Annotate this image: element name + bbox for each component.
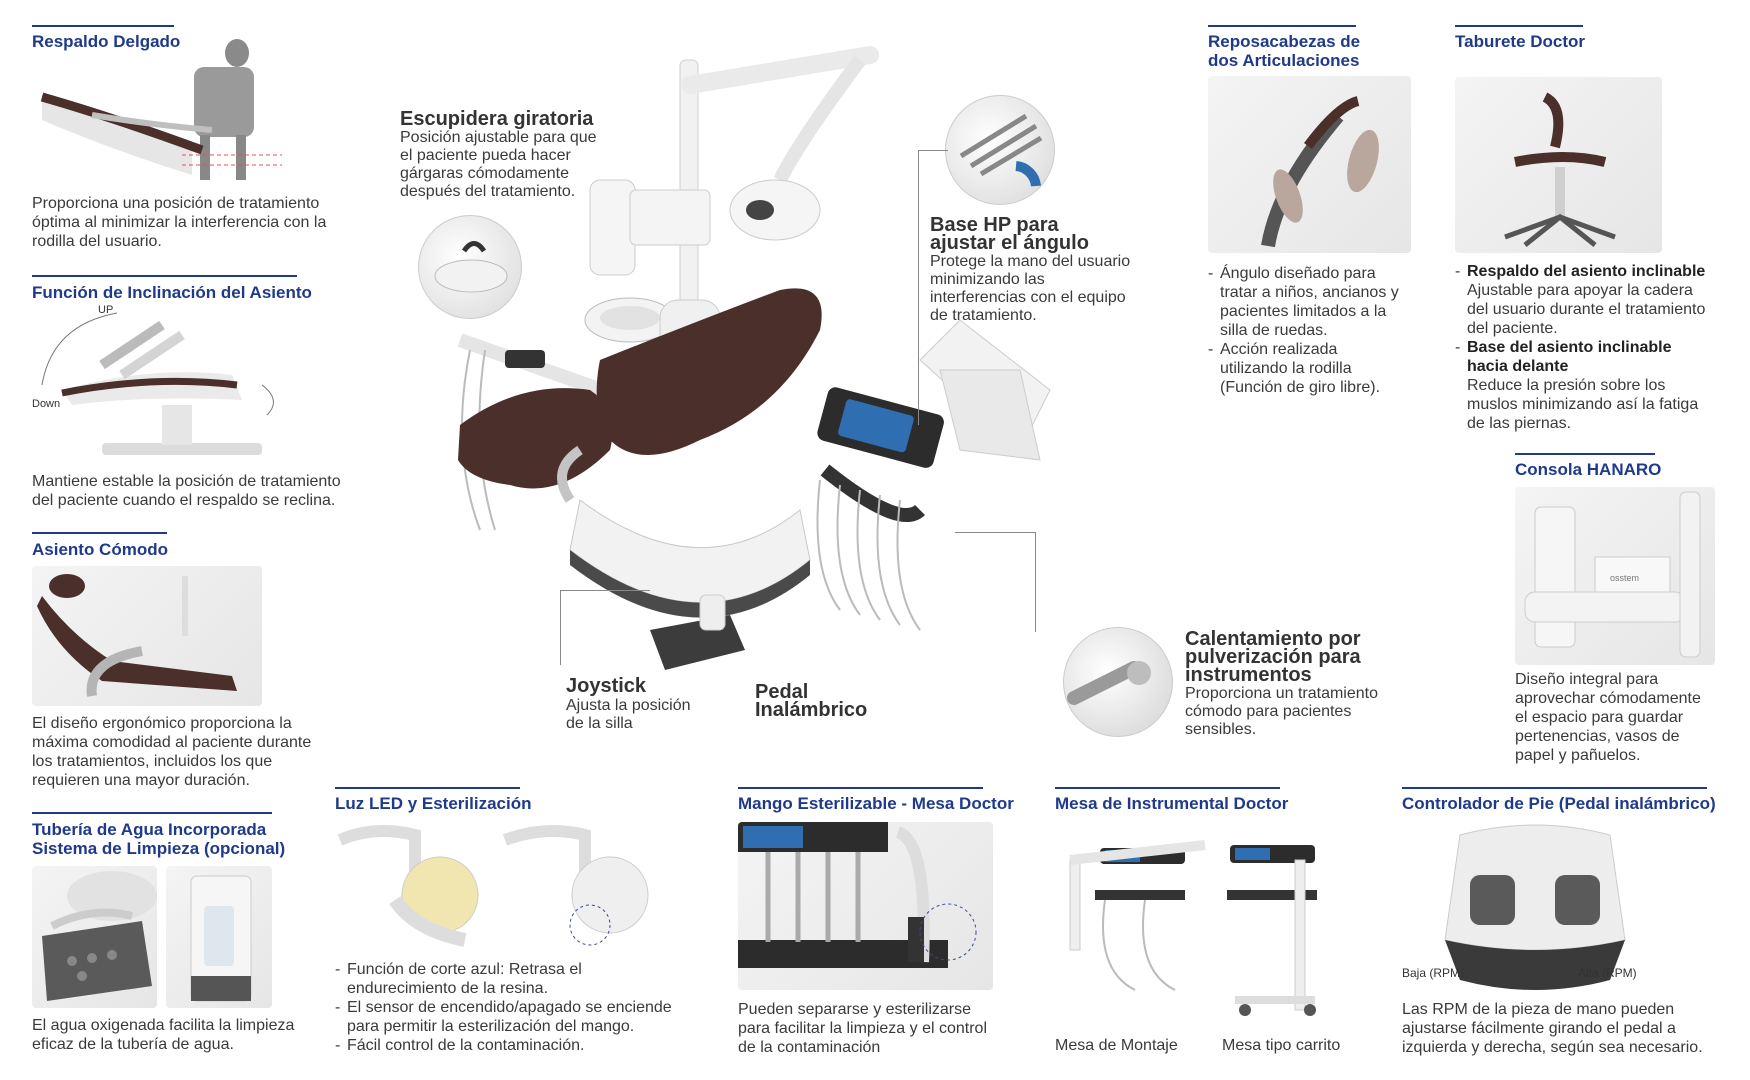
mango-text: Pueden separarse y esterilizarse para fa… bbox=[738, 1001, 987, 1056]
controlador-low-label: Baja (RPM) bbox=[1402, 966, 1465, 980]
mesa-image bbox=[1055, 820, 1345, 1020]
mesa-caption-2: Mesa tipo carrito bbox=[1222, 1037, 1341, 1054]
joystick-title: Joystick bbox=[566, 675, 647, 697]
calentamiento-title: Calentamiento por pulverización para ins… bbox=[1185, 628, 1361, 686]
inclinacion-text: Mantiene estable la posición de tratamie… bbox=[32, 473, 341, 509]
base-hp-leader-h bbox=[918, 150, 948, 151]
mango-image bbox=[738, 822, 993, 990]
controlador-title: Controlador de Pie (Pedal inalámbrico) bbox=[1402, 794, 1716, 813]
reposacabezas-title-2: dos Articulaciones bbox=[1208, 51, 1360, 70]
base-hp-leader bbox=[918, 150, 919, 425]
taburete-item-1-body: Ajustable para apoyar la cadera del usua… bbox=[1467, 282, 1706, 337]
controlador-text: Las RPM de la pieza de mano pueden ajust… bbox=[1402, 1001, 1703, 1056]
calentamiento-zoom bbox=[1063, 627, 1173, 737]
calentamiento-text: Proporciona un tratamiento cómodo para p… bbox=[1185, 685, 1378, 738]
respaldo-title: Respaldo Delgado bbox=[32, 32, 181, 51]
tuberia-text: El agua oxigenada facilita la limpieza e… bbox=[32, 1017, 295, 1053]
taburete-item-2: Base del asiento inclinable hacia delant… bbox=[1455, 338, 1715, 433]
base-hp-zoom bbox=[945, 95, 1055, 205]
pedal-title: Pedal Inalámbrico bbox=[755, 681, 868, 721]
escupidera-zoom bbox=[418, 215, 522, 319]
joystick-text: Ajusta la posición de la silla bbox=[566, 697, 691, 732]
dental-chair-illustration bbox=[400, 30, 1160, 730]
inclinacion-image bbox=[32, 305, 287, 465]
luz-list: Función de corte azul: Retrasa el endure… bbox=[335, 960, 680, 1055]
respaldo-text: Proporciona una posición de tratamiento … bbox=[32, 195, 327, 250]
reposacabezas-item-1: Ángulo diseñado para tratar a niños, anc… bbox=[1208, 264, 1408, 340]
consola-text: Diseño integral para aprovechar cómodame… bbox=[1515, 671, 1701, 764]
luz-rule bbox=[335, 787, 520, 789]
taburete-rule bbox=[1455, 25, 1583, 27]
escupidera-text: Posición ajustable para que el paciente … bbox=[400, 129, 597, 200]
tuberia-rule bbox=[32, 812, 272, 814]
escupidera-title: Escupidera giratoria bbox=[400, 108, 594, 130]
taburete-item-2-body: Reduce la presión sobre los muslos minim… bbox=[1467, 377, 1699, 432]
tuberia-image-2 bbox=[166, 866, 272, 1008]
tuberia-image-1 bbox=[32, 866, 157, 1008]
asiento-image bbox=[32, 566, 262, 706]
asiento-title: Asiento Cómodo bbox=[32, 540, 168, 559]
luz-image bbox=[335, 820, 680, 955]
taburete-title: Taburete Doctor bbox=[1455, 32, 1586, 51]
taburete-image bbox=[1455, 77, 1662, 253]
base-hp-title: Base HP para ajustar el ángulo bbox=[930, 214, 1089, 254]
mesa-caption-1: Mesa de Montaje bbox=[1055, 1037, 1178, 1054]
consola-brand: osstem bbox=[1610, 573, 1640, 583]
mango-rule bbox=[738, 787, 983, 789]
luz-item-2: El sensor de encendido/apagado se encien… bbox=[335, 998, 680, 1036]
inclinacion-rule bbox=[32, 275, 297, 277]
inclinacion-title: Función de Inclinación del Asiento bbox=[32, 283, 312, 302]
calentamiento-leader-h bbox=[955, 532, 1035, 533]
inclinacion-up-label: UP bbox=[98, 304, 114, 316]
respaldo-image bbox=[32, 25, 282, 190]
reposacabezas-rule bbox=[1208, 25, 1356, 27]
reposacabezas-list: Ángulo diseñado para tratar a niños, anc… bbox=[1208, 264, 1408, 397]
reposacabezas-image bbox=[1208, 76, 1411, 253]
luz-item-3: Fácil control de la contaminación. bbox=[335, 1036, 680, 1055]
joystick-leader bbox=[560, 590, 561, 665]
asiento-rule bbox=[32, 532, 167, 534]
controlador-rule bbox=[1402, 787, 1707, 789]
luz-item-1: Función de corte azul: Retrasa el endure… bbox=[335, 960, 680, 998]
calentamiento-leader bbox=[1035, 532, 1036, 632]
base-hp-text: Protege la mano del usuario minimizando … bbox=[930, 253, 1131, 324]
tuberia-title-2: Sistema de Limpieza (opcional) bbox=[32, 839, 286, 858]
mesa-title: Mesa de Instrumental Doctor bbox=[1055, 794, 1289, 813]
controlador-image bbox=[1440, 820, 1630, 990]
consola-rule bbox=[1515, 453, 1655, 455]
inclinacion-down-label: Down bbox=[32, 398, 61, 410]
luz-title: Luz LED y Esterilización bbox=[335, 794, 532, 813]
reposacabezas-item-2: Acción realizada utilizando la rodilla (… bbox=[1208, 340, 1408, 397]
reposacabezas-title-1: Reposacabezas de bbox=[1208, 32, 1361, 51]
taburete-item-1-head: Respaldo del asiento inclinable bbox=[1467, 263, 1706, 280]
taburete-item-1: Respaldo del asiento inclinable Ajustabl… bbox=[1455, 262, 1715, 338]
controlador-high-label: Alta (RPM) bbox=[1578, 966, 1637, 980]
respaldo-rule bbox=[32, 25, 174, 27]
consola-image bbox=[1515, 487, 1715, 665]
tuberia-title-1: Tubería de Agua Incorporada bbox=[32, 820, 267, 839]
joystick-leader-h bbox=[560, 590, 650, 591]
mango-title: Mango Esterilizable - Mesa Doctor bbox=[738, 794, 1014, 813]
taburete-list: Respaldo del asiento inclinable Ajustabl… bbox=[1455, 262, 1715, 433]
mesa-rule bbox=[1055, 787, 1280, 789]
asiento-text: El diseño ergonómico proporciona la máxi… bbox=[32, 715, 312, 789]
consola-title: Consola HANARO bbox=[1515, 460, 1662, 479]
taburete-item-2-head: Base del asiento inclinable hacia delant… bbox=[1467, 339, 1672, 375]
